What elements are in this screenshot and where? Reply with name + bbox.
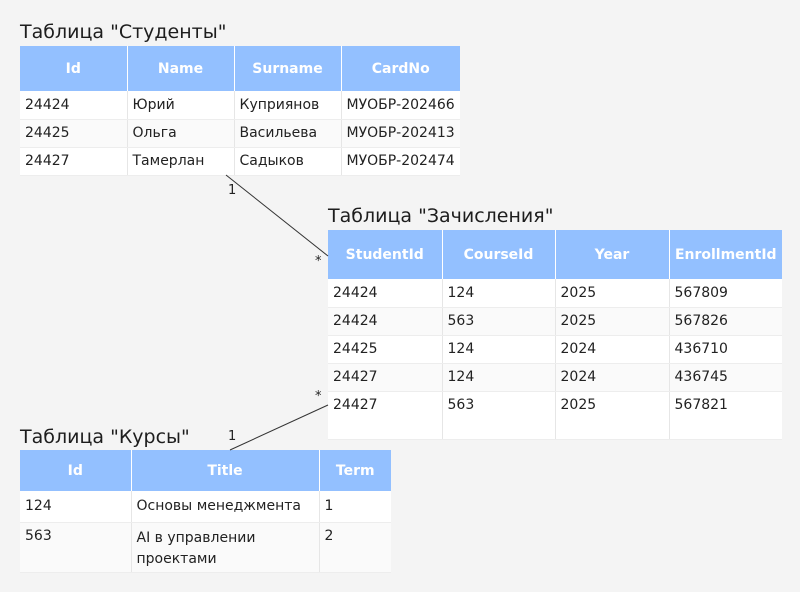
table-cell: 24425	[20, 119, 128, 148]
table-cell: 436745	[669, 363, 782, 392]
relation-cardinality-many: *	[315, 389, 322, 404]
column-header: Year	[555, 230, 670, 279]
column-header: EnrollmentId	[669, 230, 782, 279]
column-header: Term	[319, 450, 391, 491]
table-row: 24425 Ольга Васильева МУОБР-202413	[20, 119, 460, 148]
relation-cardinality-one: 1	[228, 183, 237, 198]
table-cell: 2025	[555, 391, 670, 440]
table-cell: 1	[319, 491, 391, 523]
table-cell: AI в управлении проектами	[131, 522, 320, 573]
table-cell: Юрий	[127, 91, 235, 120]
table-cell: 24425	[328, 335, 443, 364]
students-table: Id Name Surname CardNo 24424 Юрий Куприя…	[20, 46, 460, 176]
relation-cardinality-many: *	[315, 254, 322, 269]
table-cell: 567809	[669, 279, 782, 308]
table-cell: 24427	[328, 391, 443, 440]
table-cell: 2024	[555, 335, 670, 364]
table-row: 24425 124 2024 436710	[328, 335, 782, 364]
column-header: Title	[131, 450, 320, 491]
table-cell: МУОБР-202413	[341, 119, 460, 148]
table-cell: 436710	[669, 335, 782, 364]
enrollments-table: StudentId CourseId Year EnrollmentId 244…	[328, 230, 782, 440]
table-cell: 563	[442, 391, 556, 440]
table-cell: МУОБР-202474	[341, 147, 460, 176]
table-cell: Садыков	[234, 147, 342, 176]
table-cell: Основы менеджмента	[131, 491, 320, 523]
table-cell: 563	[442, 307, 556, 336]
table-cell: 24427	[328, 363, 443, 392]
students-enrollments-connector	[225, 174, 329, 257]
table-row: 563 AI в управлении проектами 2	[20, 522, 391, 573]
column-header: CardNo	[341, 46, 460, 91]
relation-cardinality-one: 1	[228, 429, 237, 444]
table-cell: 124	[442, 279, 556, 308]
table-cell: Ольга	[127, 119, 235, 148]
table-cell: 2	[319, 522, 391, 573]
courses-enrollments-connector	[229, 404, 329, 451]
table-cell: МУОБР-202466	[341, 91, 460, 120]
table-cell: 2025	[555, 279, 670, 308]
table-row: 24424 563 2025 567826	[328, 307, 782, 336]
table-row: 24427 Тамерлан Садыков МУОБР-202474	[20, 147, 460, 176]
column-header: Surname	[234, 46, 342, 91]
table-cell: 2024	[555, 363, 670, 392]
table-cell: 124	[20, 491, 132, 523]
column-header: Name	[127, 46, 235, 91]
table-row: 24427 124 2024 436745	[328, 363, 782, 392]
table-cell: 24424	[328, 307, 443, 336]
table-cell: Васильева	[234, 119, 342, 148]
column-header: Id	[20, 450, 132, 491]
table-cell: 567821	[669, 391, 782, 440]
table-cell: 124	[442, 363, 556, 392]
column-header: Id	[20, 46, 128, 91]
table-cell: 563	[20, 522, 132, 573]
table-row: 24424 Юрий Куприянов МУОБР-202466	[20, 91, 460, 120]
table-cell: 24427	[20, 147, 128, 176]
table-row: 24424 124 2025 567809	[328, 279, 782, 308]
enrollments-table-caption: Таблица "Зачисления"	[328, 205, 554, 227]
table-row: 24427 563 2025 567821	[328, 391, 782, 440]
table-cell: 124	[442, 335, 556, 364]
table-cell: 24424	[20, 91, 128, 120]
column-header: CourseId	[442, 230, 556, 279]
table-cell: Тамерлан	[127, 147, 235, 176]
table-cell: Куприянов	[234, 91, 342, 120]
table-cell: 567826	[669, 307, 782, 336]
students-table-caption: Таблица "Студенты"	[20, 21, 227, 43]
courses-table: Id Title Term 124 Основы менеджмента 1 5…	[20, 450, 391, 573]
table-row: 124 Основы менеджмента 1	[20, 491, 391, 523]
courses-table-caption: Таблица "Курсы"	[20, 426, 190, 448]
column-header: StudentId	[328, 230, 443, 279]
table-cell: 2025	[555, 307, 670, 336]
table-cell: 24424	[328, 279, 443, 308]
